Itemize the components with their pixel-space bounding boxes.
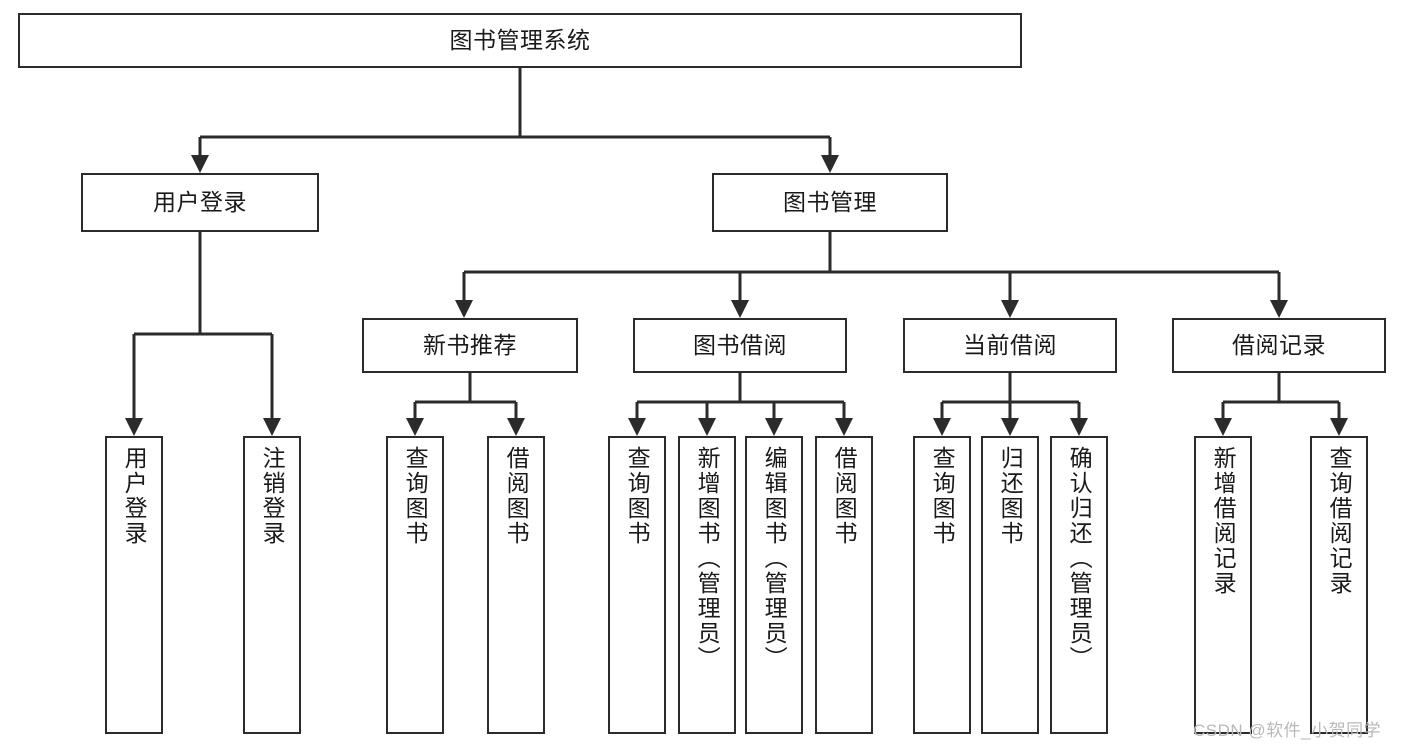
arrowhead-leaf-add-record	[1214, 418, 1232, 436]
arrowhead-new-book-recommend	[455, 300, 473, 318]
node-root[interactable]: 图书管理系统	[18, 13, 1022, 68]
node-borrow-record[interactable]: 借阅记录	[1172, 318, 1386, 373]
node-label-leaf-borrow-book-2: 借阅图书	[831, 446, 858, 546]
edge-userlogin-to-leaves	[125, 232, 281, 436]
node-book-borrow[interactable]: 图书借阅	[633, 318, 847, 373]
node-label-user-login: 用户登录	[153, 188, 247, 215]
node-leaf-logout[interactable]: 注销登录	[243, 436, 301, 734]
node-label-leaf-edit-book: 编辑图书（管理员）	[761, 446, 788, 671]
node-label-book-manage: 图书管理	[783, 188, 877, 215]
arrowhead-leaf-logout	[263, 418, 281, 436]
node-leaf-edit-book[interactable]: 编辑图书（管理员）	[745, 436, 803, 734]
arrowhead-book-manage	[821, 155, 839, 173]
node-leaf-return-book[interactable]: 归还图书	[981, 436, 1039, 734]
arrowhead-leaf-query-book-1	[406, 418, 424, 436]
node-label-leaf-user-login: 用户登录	[121, 446, 148, 546]
node-leaf-add-record[interactable]: 新增借阅记录	[1194, 436, 1252, 734]
arrowhead-leaf-confirm-return	[1070, 418, 1088, 436]
node-label-leaf-logout: 注销登录	[259, 446, 286, 546]
arrowhead-book-borrow	[731, 300, 749, 318]
arrowhead-leaf-query-book-3	[933, 418, 951, 436]
node-leaf-query-book-3[interactable]: 查询图书	[913, 436, 971, 734]
arrowhead-leaf-return-book	[1001, 418, 1019, 436]
edge-currentborrow-to-leaves	[933, 373, 1088, 436]
node-label-leaf-query-book-3: 查询图书	[929, 446, 956, 546]
node-label-leaf-add-book: 新增图书（管理员）	[694, 446, 721, 671]
edge-borrowrecord-to-leaves	[1214, 373, 1348, 436]
node-label-leaf-return-book: 归还图书	[997, 446, 1024, 546]
arrowhead-leaf-query-record	[1330, 418, 1348, 436]
node-leaf-confirm-return[interactable]: 确认归还（管理员）	[1050, 436, 1108, 734]
node-label-root: 图书管理系统	[449, 26, 591, 53]
node-leaf-query-book-1[interactable]: 查询图书	[386, 436, 444, 734]
node-label-borrow-record: 借阅记录	[1232, 331, 1326, 358]
edge-bookmanage-to-level2	[455, 232, 1288, 318]
arrowhead-leaf-borrow-book-2	[835, 418, 853, 436]
arrowhead-user-login	[191, 155, 209, 173]
node-label-new-book-recommend: 新书推荐	[423, 331, 517, 358]
arrowhead-leaf-user-login	[125, 418, 143, 436]
node-current-borrow[interactable]: 当前借阅	[903, 318, 1117, 373]
node-label-book-borrow: 图书借阅	[693, 331, 787, 358]
node-leaf-user-login[interactable]: 用户登录	[105, 436, 163, 734]
node-user-login[interactable]: 用户登录	[81, 173, 319, 232]
node-book-manage[interactable]: 图书管理	[712, 173, 948, 232]
node-leaf-query-record[interactable]: 查询借阅记录	[1310, 436, 1368, 734]
node-label-leaf-add-record: 新增借阅记录	[1210, 446, 1237, 596]
node-leaf-borrow-book-2[interactable]: 借阅图书	[815, 436, 873, 734]
node-leaf-borrow-book-1[interactable]: 借阅图书	[487, 436, 545, 734]
edge-newbook-to-leaves	[406, 373, 525, 436]
node-label-leaf-confirm-return: 确认归还（管理员）	[1066, 446, 1093, 671]
arrowhead-leaf-edit-book	[765, 418, 783, 436]
arrowhead-leaf-borrow-book-1	[507, 418, 525, 436]
arrowhead-leaf-add-book	[698, 418, 716, 436]
edge-bookborrow-to-leaves	[628, 373, 853, 436]
arrowhead-current-borrow	[1001, 300, 1019, 318]
node-label-leaf-query-book-2: 查询图书	[624, 446, 651, 546]
arrowhead-borrow-record	[1270, 300, 1288, 318]
node-label-leaf-query-record: 查询借阅记录	[1326, 446, 1353, 596]
node-leaf-add-book[interactable]: 新增图书（管理员）	[678, 436, 736, 734]
node-leaf-query-book-2[interactable]: 查询图书	[608, 436, 666, 734]
node-label-leaf-query-book-1: 查询图书	[402, 446, 429, 546]
edge-root-to-level1	[191, 68, 839, 173]
node-label-leaf-borrow-book-1: 借阅图书	[503, 446, 530, 546]
csdn-watermark: CSDN @软件_小贺同学	[1193, 721, 1382, 740]
node-new-book-recommend[interactable]: 新书推荐	[362, 318, 578, 373]
node-label-current-borrow: 当前借阅	[963, 331, 1057, 358]
arrowhead-leaf-query-book-2	[628, 418, 646, 436]
